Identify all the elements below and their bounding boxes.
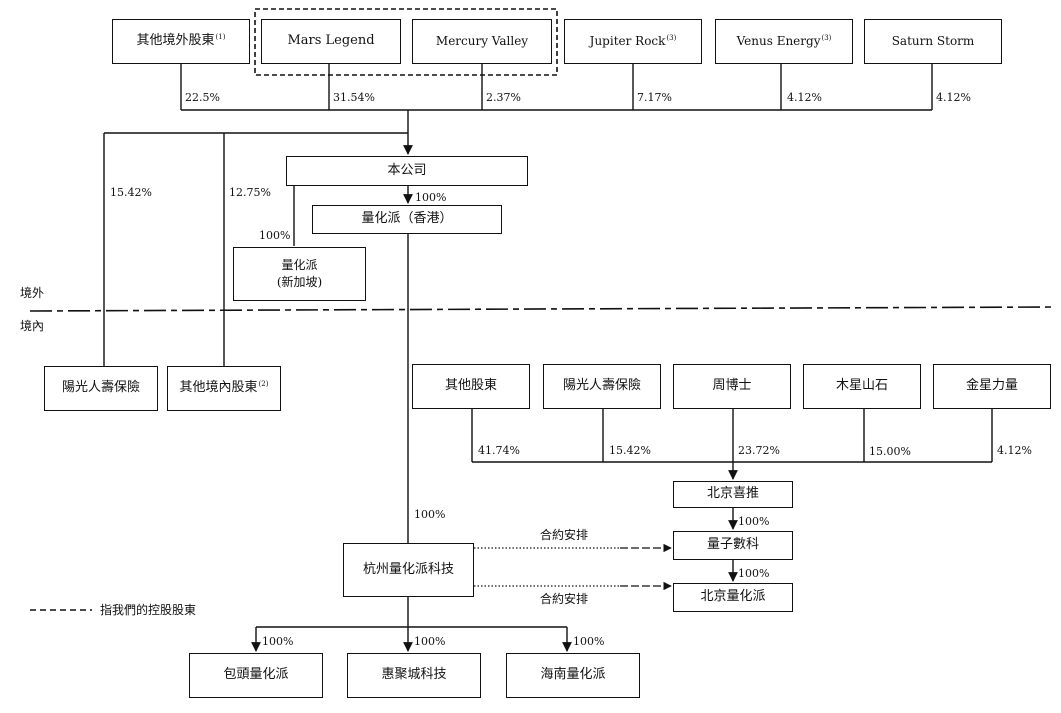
footnote-marker: (3) xyxy=(666,34,677,43)
pct-dr-zhou: 23.72% xyxy=(738,444,780,457)
pct-other-domestic-to-company: 12.75% xyxy=(229,186,271,199)
shareholder-name: 陽光人壽保險 xyxy=(61,380,140,396)
pct-jupiter-stone: 15.00% xyxy=(869,445,911,458)
shareholder-box-jupiter-stone: 木星山石 xyxy=(803,364,921,409)
huijucheng-name: 惠聚城科技 xyxy=(381,667,447,683)
pct-other-shareholders: 41.74% xyxy=(478,444,520,457)
shareholder-box-saturn-storm: Saturn Storm xyxy=(864,19,1002,64)
shareholder-name: 金星力量 xyxy=(965,378,1018,394)
footnote-marker: (2) xyxy=(258,380,269,389)
hainan-name: 海南量化派 xyxy=(540,667,606,683)
beijing-xitui-box: 北京喜推 xyxy=(673,481,793,508)
sg-subsidiary-name: 量化派 xyxy=(281,258,318,273)
pct-venus-energy: 4.12% xyxy=(787,91,822,104)
shareholder-name: Saturn Storm xyxy=(891,34,975,49)
shareholder-name: 其他股東 xyxy=(444,378,497,394)
shareholder-name: Mercury Valley xyxy=(435,34,529,49)
shareholder-box-jupiter-rock: Jupiter Rock(3) xyxy=(564,19,702,64)
shareholder-box-venus-power: 金星力量 xyxy=(933,364,1051,409)
shareholder-box-mercury-valley: Mercury Valley xyxy=(412,19,552,64)
baotou-name: 包頭量化派 xyxy=(223,667,289,683)
pct-mercury-valley: 2.37% xyxy=(486,91,521,104)
shareholder-name: Jupiter Rock xyxy=(589,34,666,49)
shareholder-box-sunshine-life-left: 陽光人壽保險 xyxy=(44,366,158,411)
beijing-lianghuapai-name: 北京量化派 xyxy=(700,589,766,605)
footnote-marker: (1) xyxy=(215,33,226,42)
shareholder-box-sunshine-life-right: 陽光人壽保險 xyxy=(543,364,661,409)
shareholder-box-other-domestic: 其他境內股東(2) xyxy=(167,366,281,411)
pct-saturn-storm: 4.12% xyxy=(936,91,971,104)
shareholder-name: Venus Energy xyxy=(736,34,821,49)
shareholder-box-dr-zhou: 周博士 xyxy=(673,364,791,409)
hk-subsidiary-box: 量化派（香港） xyxy=(312,205,502,234)
company-box: 本公司 xyxy=(286,156,528,186)
shareholder-name: 陽光人壽保險 xyxy=(562,378,641,394)
contract-arrangement-label-2: 合約安排 xyxy=(540,592,589,606)
shareholder-box-mars-legend: Mars Legend xyxy=(261,19,401,64)
contract-arrangement-label-1: 合約安排 xyxy=(540,528,589,542)
liangzi-shuke-name: 量子數科 xyxy=(706,537,759,553)
hk-subsidiary-name: 量化派（香港） xyxy=(361,211,453,227)
hangzhou-tech-box: 杭州量化派科技 xyxy=(343,543,474,597)
pct-liangzi-to-lhp: 100% xyxy=(738,567,770,580)
pct-hk-to-hangzhou: 100% xyxy=(414,508,446,521)
liangzi-shuke-box: 量子數科 xyxy=(673,531,793,560)
pct-jupiter-rock: 7.17% xyxy=(637,91,672,104)
shareholder-name: Mars Legend xyxy=(287,33,375,49)
pct-huijucheng: 100% xyxy=(414,635,446,648)
pct-other-overseas: 22.5% xyxy=(185,91,220,104)
legend-controlling-shareholder: 指我們的控股股東 xyxy=(100,603,197,617)
pct-venus-power: 4.12% xyxy=(997,444,1032,457)
pct-mars-legend: 31.54% xyxy=(333,91,375,104)
shareholder-box-other-shareholders: 其他股東 xyxy=(412,364,530,409)
beijing-xitui-name: 北京喜推 xyxy=(706,486,759,502)
pct-sunshine-life-right: 15.42% xyxy=(609,444,651,457)
hangzhou-tech-name: 杭州量化派科技 xyxy=(362,561,454,577)
sg-subsidiary-box: 量化派 (新加坡) xyxy=(233,247,366,301)
footnote-marker: (3) xyxy=(821,34,832,43)
region-domestic-label: 境內 xyxy=(20,319,45,333)
baotou-box: 包頭量化派 xyxy=(189,653,323,698)
boundary-line xyxy=(29,306,1054,312)
region-overseas-label: 境外 xyxy=(20,286,45,300)
company-name: 本公司 xyxy=(387,162,427,178)
shareholder-name: 木星山石 xyxy=(835,378,888,394)
beijing-lianghuapai-box: 北京量化派 xyxy=(673,583,793,612)
shareholder-name: 其他境內股東 xyxy=(179,380,258,396)
pct-sunshine-life-to-company: 15.42% xyxy=(110,186,152,199)
hainan-box: 海南量化派 xyxy=(506,653,640,698)
pct-company-to-sg: 100% xyxy=(259,229,291,242)
huijucheng-box: 惠聚城科技 xyxy=(347,653,481,698)
shareholder-name: 其他境外股東 xyxy=(136,33,215,49)
shareholder-name: 周博士 xyxy=(712,378,752,394)
sg-subsidiary-region: (新加坡) xyxy=(276,275,323,289)
pct-baotou: 100% xyxy=(262,635,294,648)
pct-xitui-to-liangzi: 100% xyxy=(738,515,770,528)
shareholder-box-other-overseas: 其他境外股東(1) xyxy=(112,19,250,64)
pct-company-to-hk: 100% xyxy=(415,191,447,204)
pct-hainan: 100% xyxy=(573,635,605,648)
shareholder-box-venus-energy: Venus Energy(3) xyxy=(715,19,853,64)
